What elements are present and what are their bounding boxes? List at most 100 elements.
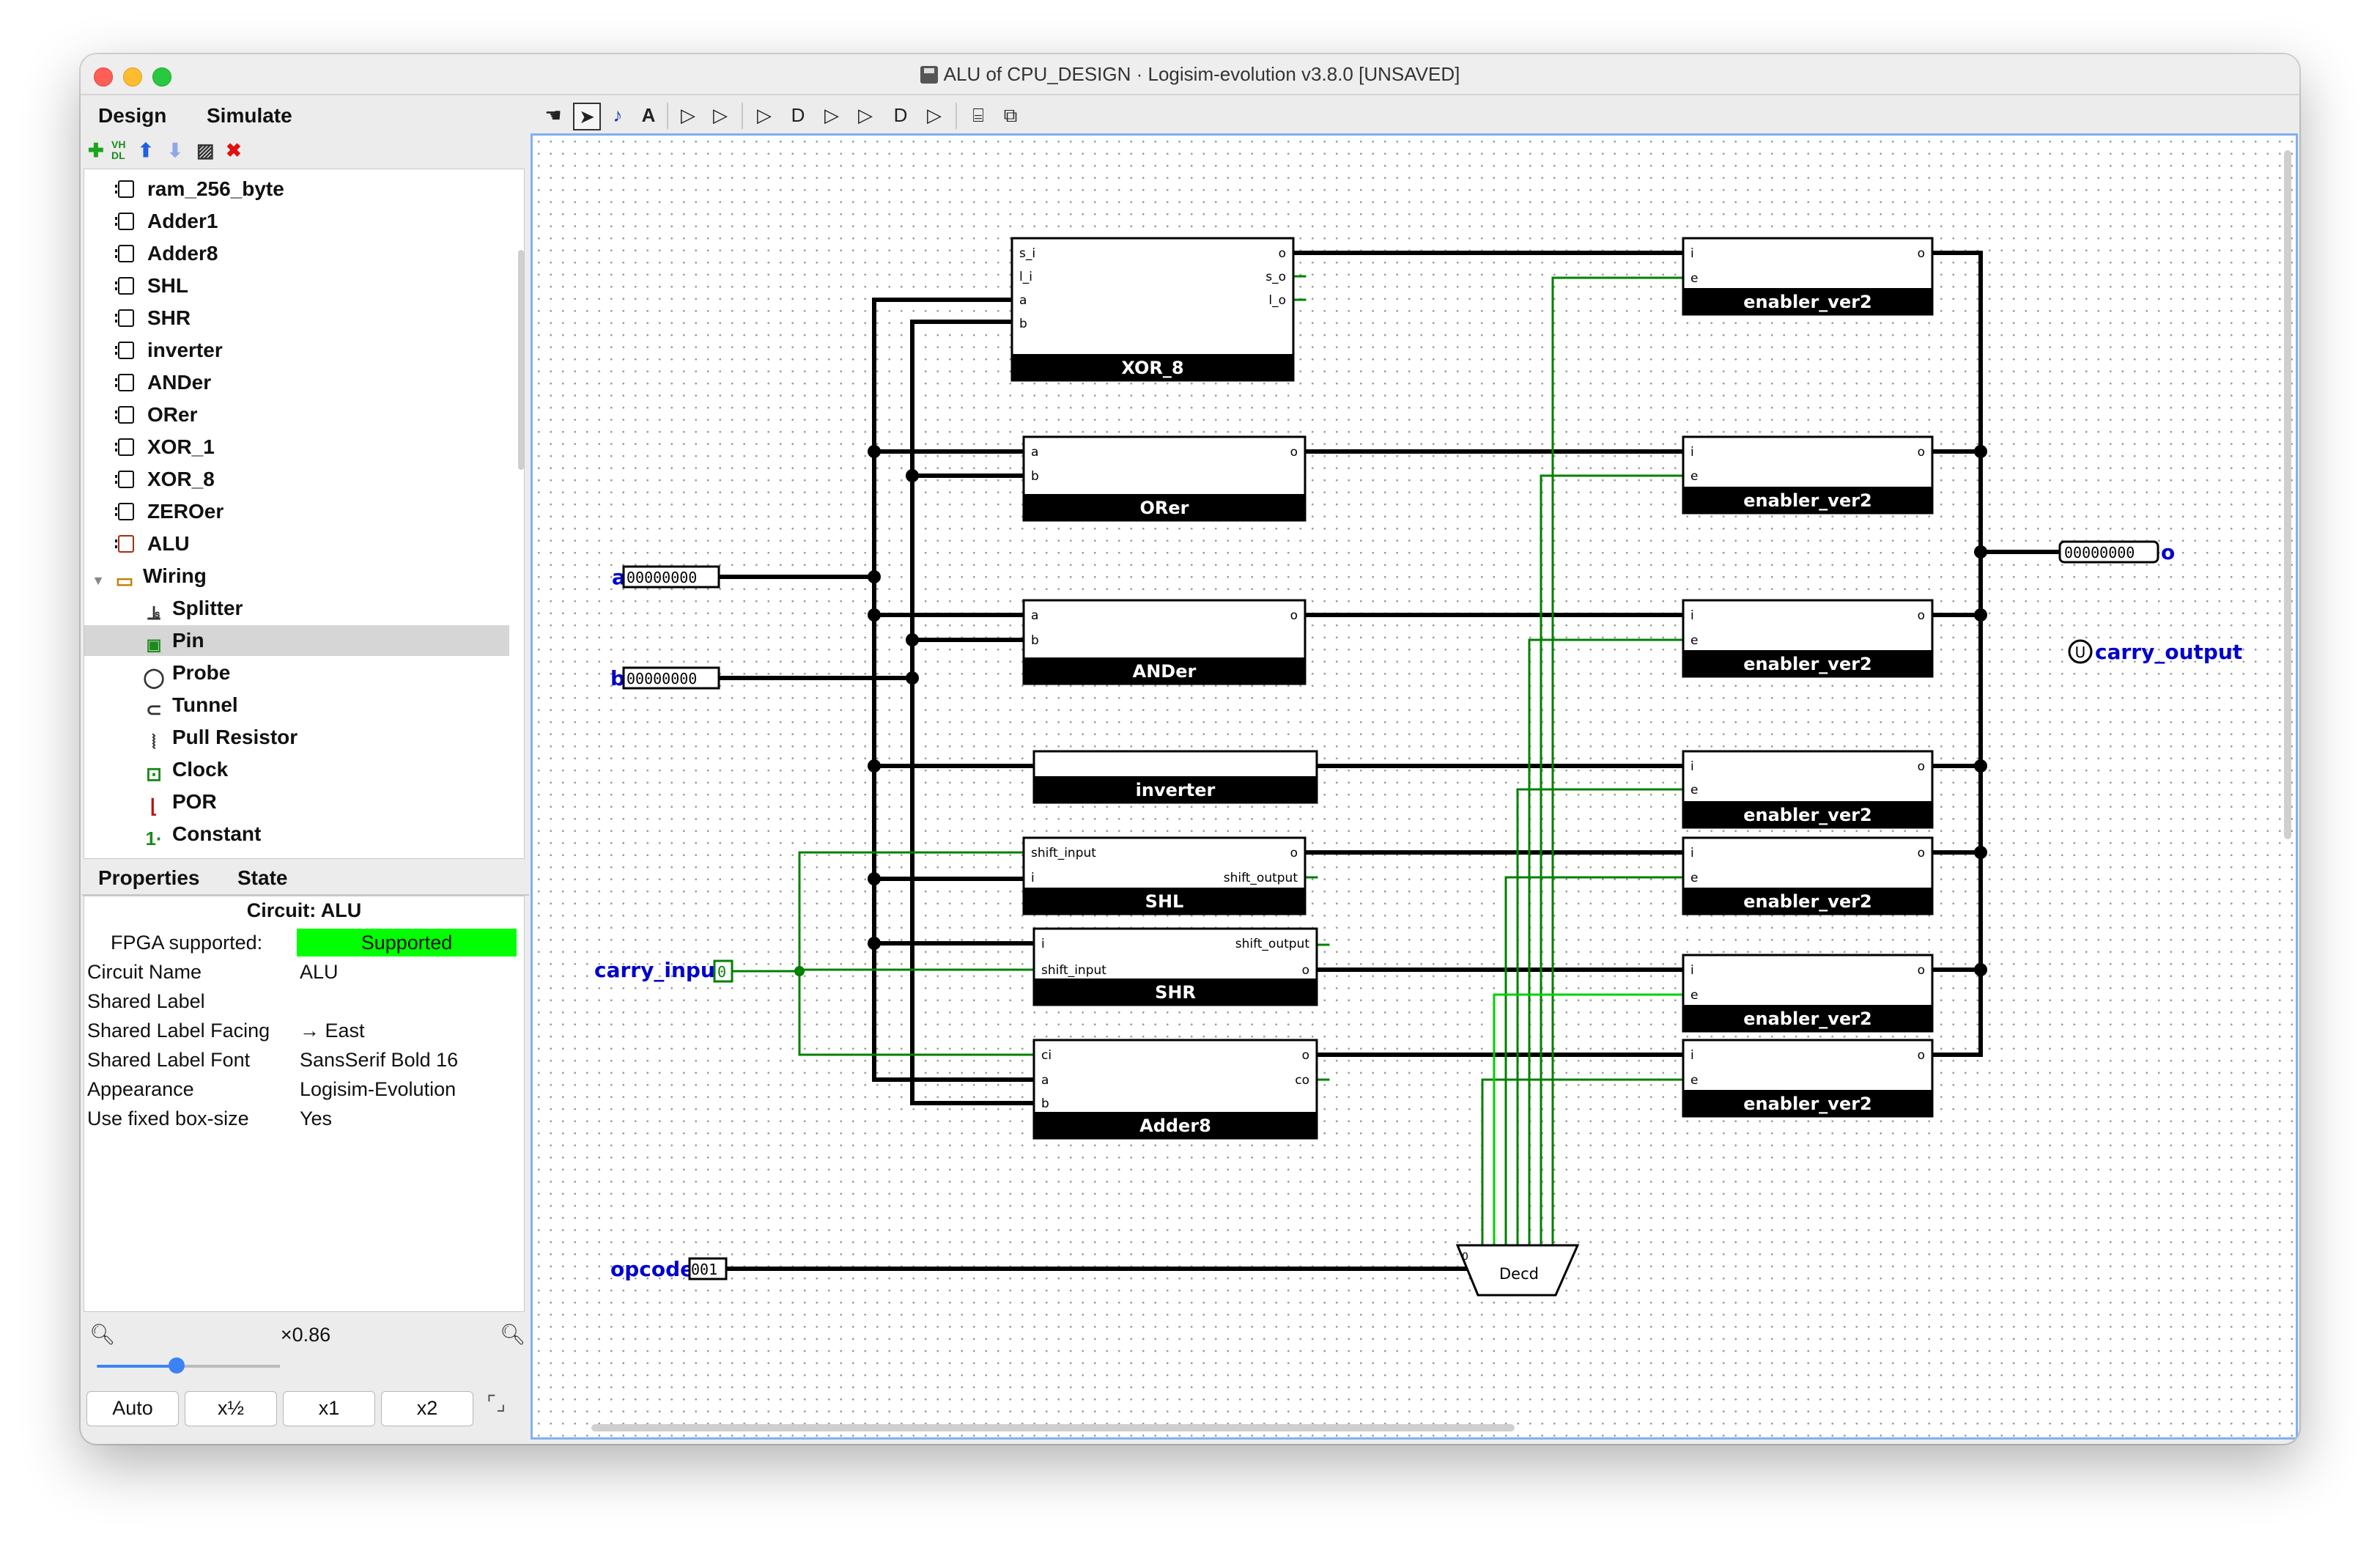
enabler-5[interactable]: enabler_ver2 i e o bbox=[1682, 836, 1934, 915]
property-row-fpga[interactable]: FPGA supported:Supported bbox=[84, 929, 524, 958]
vhdl-icon[interactable]: VH DL bbox=[111, 139, 126, 161]
property-value[interactable]: → East bbox=[300, 1020, 365, 1042]
tree-item-zeroer[interactable]: ZEROer bbox=[84, 496, 509, 527]
canvas-horizontal-scrollbar[interactable] bbox=[591, 1424, 1515, 1431]
enabler-7[interactable]: enabler_ver2 i e o bbox=[1682, 1039, 1934, 1118]
add-circuit-plus-icon[interactable]: ✚ bbox=[88, 139, 104, 161]
decoder[interactable]: Decd 0 bbox=[1455, 1244, 1580, 1297]
tree-item-adder8[interactable]: Adder8 bbox=[84, 238, 509, 269]
tree-item-constant[interactable]: 1·Constant bbox=[84, 819, 509, 849]
wire-decoder-en7 bbox=[1481, 1078, 1685, 1247]
enabler-1[interactable]: enabler_ver2 i e o bbox=[1682, 237, 1934, 316]
property-value-supported[interactable]: Supported bbox=[297, 929, 517, 957]
tree-item-shl[interactable]: SHL bbox=[84, 270, 509, 301]
enabler-2[interactable]: enabler_ver2 i e o bbox=[1682, 435, 1934, 515]
property-value[interactable]: Logisim-Evolution bbox=[300, 1078, 457, 1100]
buffer-gate-icon[interactable]: ▷ bbox=[757, 104, 772, 126]
zoom-half-button[interactable]: x½ bbox=[185, 1391, 277, 1426]
enabler-4[interactable]: enabler_ver2 i e o bbox=[1682, 750, 1934, 829]
tree-item-ander[interactable]: ANDer bbox=[84, 367, 509, 398]
delete-x-icon[interactable]: ✖ bbox=[226, 139, 242, 161]
property-row-shared-label[interactable]: Shared Label bbox=[84, 987, 524, 1017]
or-gate-icon[interactable]: ▷ bbox=[824, 104, 839, 126]
minimize-button[interactable] bbox=[123, 67, 142, 86]
circuit-canvas[interactable]: XOR_8 s_i l_i a b o s_o l_o ORer a b o bbox=[531, 133, 2298, 1440]
close-button[interactable] bbox=[94, 67, 113, 86]
tree-scrollbar[interactable] bbox=[518, 250, 524, 470]
enabler-6[interactable]: enabler_ver2 i e o bbox=[1682, 954, 1934, 1033]
zoom-out-magnifier-icon[interactable]: 🔍︎ bbox=[89, 1323, 116, 1346]
tree-item-label: POR bbox=[172, 790, 217, 813]
tree-item-splitter[interactable]: ⫡Splitter bbox=[84, 593, 509, 624]
tree-item-alu[interactable]: ALU bbox=[84, 528, 509, 559]
output-pin-tool-icon[interactable]: ▷ bbox=[713, 104, 728, 126]
zoom-in-magnifier-icon[interactable]: 🔍︎ bbox=[500, 1323, 526, 1346]
block-adder8[interactable]: Adder8 ci a b o co bbox=[1032, 1039, 1318, 1140]
enabler-3[interactable]: enabler_ver2 i e o bbox=[1682, 599, 1934, 678]
select-tool-arrow-icon[interactable]: ➤ bbox=[573, 103, 601, 130]
collapse-triangle-icon[interactable]: ▼ bbox=[92, 573, 105, 588]
input-pin-a[interactable]: a 00000000 bbox=[612, 565, 720, 589]
tree-item-clock[interactable]: ⊡Clock bbox=[84, 754, 509, 785]
block-shl[interactable]: SHL shift_input i o shift_output bbox=[1022, 836, 1307, 915]
fullscreen-corner-icon[interactable]: ⌜⌟ bbox=[487, 1392, 506, 1415]
wire-tool-icon[interactable]: ♪ bbox=[613, 104, 623, 126]
edit-appearance-icon[interactable]: ▨ bbox=[196, 139, 215, 161]
nand-gate-icon[interactable]: D bbox=[893, 104, 908, 126]
zoom-slider-knob[interactable] bbox=[169, 1357, 185, 1374]
tree-item-xor-8[interactable]: XOR_8 bbox=[84, 464, 509, 495]
text-tool-icon[interactable]: A bbox=[641, 104, 656, 126]
tree-item-ram-256-byte[interactable]: ram_256_byte bbox=[84, 174, 509, 204]
tree-item-xor-1[interactable]: XOR_1 bbox=[84, 432, 509, 462]
canvas-vertical-scrollbar[interactable] bbox=[2284, 150, 2291, 839]
zoom-button[interactable] bbox=[152, 67, 171, 86]
input-pin-tool-icon[interactable]: ▷ bbox=[681, 104, 695, 126]
poke-tool-hand-icon[interactable]: ☚ bbox=[544, 104, 562, 126]
block-orer[interactable]: ORer a b o bbox=[1022, 435, 1307, 522]
tree-item-pull-resistor[interactable]: ⦚Pull Resistor bbox=[84, 722, 509, 753]
tree-item-adder1[interactable]: Adder1 bbox=[84, 206, 509, 237]
tab-design[interactable]: Design bbox=[98, 104, 167, 127]
tree-item-inverter[interactable]: inverter bbox=[84, 335, 509, 366]
input-pin-opcode[interactable]: opcode 001 bbox=[610, 1257, 728, 1281]
property-value[interactable]: ALU bbox=[300, 961, 339, 983]
circuit-diagram[interactable]: XOR_8 s_i l_i a b o s_o l_o ORer a b o bbox=[533, 136, 2296, 1437]
circuit-icon[interactable]: ⌸ bbox=[972, 104, 984, 126]
tab-simulate[interactable]: Simulate bbox=[207, 104, 292, 127]
tree-item-pin[interactable]: ▣Pin bbox=[84, 625, 509, 656]
property-row-shared-label-facing[interactable]: Shared Label Facing→ East bbox=[84, 1017, 524, 1046]
tree-item-por[interactable]: ⌊POR bbox=[84, 786, 509, 817]
tree-item-probe[interactable]: ◯Probe bbox=[84, 657, 509, 688]
input-pin-b[interactable]: b 00000000 bbox=[610, 666, 720, 690]
move-down-arrow-icon[interactable]: ⬇ bbox=[167, 139, 183, 161]
block-shr[interactable]: SHR i shift_input shift_output o bbox=[1032, 927, 1318, 1006]
tree-item-tunnel[interactable]: ⊂Tunnel bbox=[84, 690, 509, 720]
block-ander[interactable]: ANDer a b o bbox=[1022, 599, 1307, 685]
circuit-icon bbox=[115, 503, 134, 520]
block-inverter[interactable]: inverter bbox=[1032, 750, 1318, 804]
tree-item-label: Probe bbox=[172, 661, 231, 684]
output-pin-carry[interactable]: U carry_output bbox=[2068, 639, 2242, 664]
tree-item-orer[interactable]: ORer bbox=[84, 399, 509, 430]
zoom-1x-button[interactable]: x1 bbox=[283, 1391, 375, 1426]
move-up-arrow-icon[interactable]: ⬆ bbox=[138, 139, 154, 161]
property-value[interactable]: Yes bbox=[300, 1107, 333, 1129]
and-gate-icon[interactable]: D bbox=[791, 104, 805, 126]
block-xor8[interactable]: XOR_8 s_i l_i a b o s_o l_o bbox=[1010, 237, 1295, 382]
zoom-2x-button[interactable]: x2 bbox=[381, 1391, 473, 1426]
xor-gate-icon[interactable]: ▷ bbox=[858, 104, 873, 126]
output-pin-o[interactable]: 00000000 o bbox=[2058, 540, 2175, 564]
tab-state[interactable]: State bbox=[237, 866, 288, 889]
nor-gate-icon[interactable]: ▷ bbox=[927, 104, 942, 126]
input-pin-carry[interactable]: carry_input 0 bbox=[594, 958, 733, 983]
zoom-auto-button[interactable]: Auto bbox=[86, 1391, 179, 1426]
tree-item-shr[interactable]: SHR bbox=[84, 303, 509, 333]
tree-folder-wiring[interactable]: ▼▭Wiring bbox=[84, 561, 509, 591]
property-value[interactable]: SansSerif Bold 16 bbox=[300, 1049, 459, 1071]
tab-properties[interactable]: Properties bbox=[98, 866, 200, 889]
appearance-icon[interactable]: ⧉ bbox=[1003, 104, 1018, 126]
